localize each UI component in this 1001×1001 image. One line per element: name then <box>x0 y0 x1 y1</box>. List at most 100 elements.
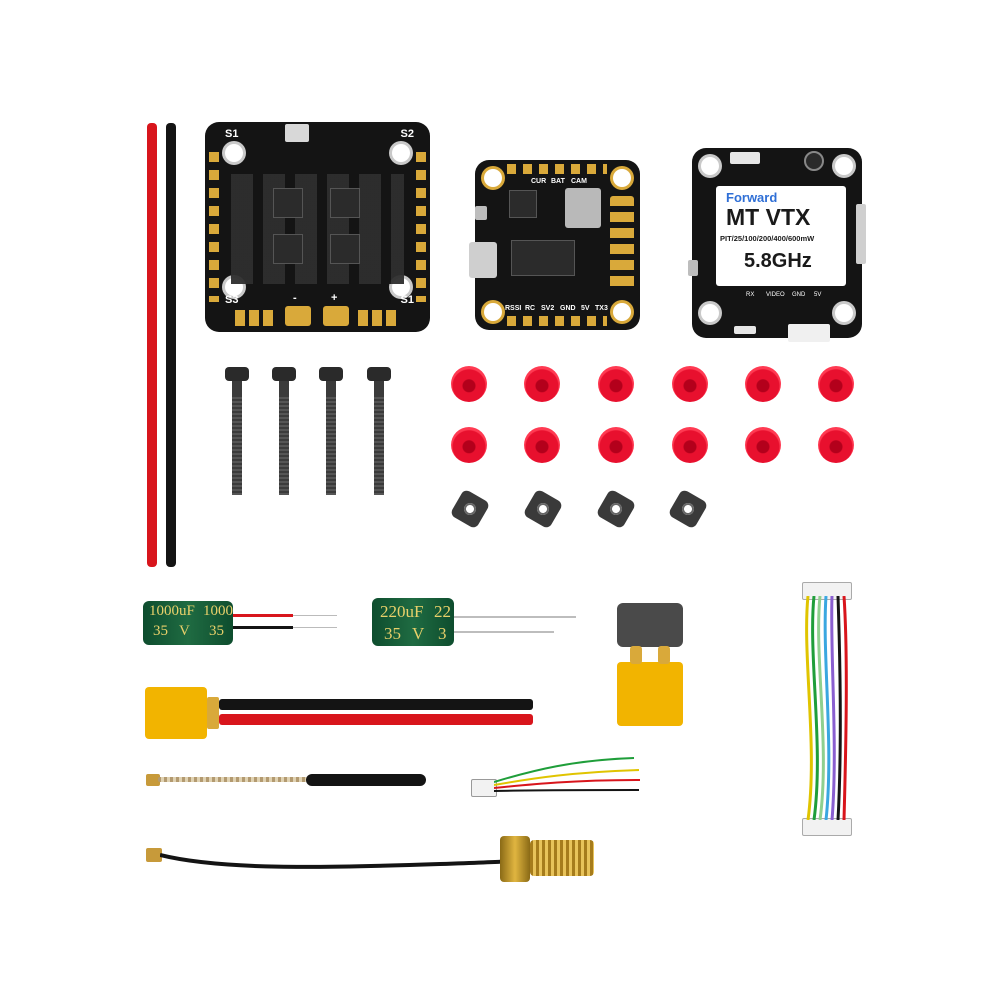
mount-hole <box>835 157 853 175</box>
vtx-board: Forward MT VTX PIT/25/100/200/400/600mW … <box>688 148 866 342</box>
jst-wires <box>494 757 641 792</box>
fc-pin-label-top: CAM <box>571 178 587 185</box>
mount-hole <box>701 157 719 175</box>
red-grommet <box>818 427 854 463</box>
esc-label-plus: + <box>331 292 338 304</box>
red-grommet <box>672 427 708 463</box>
red-grommet <box>745 366 781 402</box>
cap-voltage: 35 <box>153 623 168 639</box>
hex-nut <box>522 488 564 530</box>
vtx-led <box>730 152 760 164</box>
fc-osd-chip <box>511 240 575 276</box>
capacitor-lead-wire <box>293 627 337 628</box>
esc-connector <box>285 124 309 142</box>
red-grommet <box>451 427 487 463</box>
mount-hole <box>701 304 719 322</box>
xt60-pigtail-connector <box>145 687 207 739</box>
fc-pin-label-top: CUR <box>531 178 547 185</box>
fc-metal-shield <box>565 188 601 228</box>
fc-pin-label: SV2 <box>541 305 555 312</box>
capacitor-lead-red <box>233 614 293 617</box>
vtx-frequency: 5.8GHz <box>744 250 812 272</box>
vtx-label-sticker <box>716 186 846 286</box>
vtx-connector <box>788 324 830 342</box>
red-power-wire <box>147 123 157 567</box>
esc-mcu-chip <box>273 234 303 264</box>
fc-pin-label: RC <box>525 305 536 312</box>
red-grommet <box>524 427 560 463</box>
esc-label-minus: - <box>293 292 297 304</box>
cable-connector-bottom <box>802 818 852 836</box>
xt60-pigtail-solder <box>207 697 219 729</box>
pigtail-wire-red <box>219 714 533 725</box>
cap-voltage-2: 3 <box>438 624 447 643</box>
esc-power-pad-negative <box>285 306 311 326</box>
flight-controller-board: RSSI RC SV2 GND 5V TX3 CUR BAT CAM <box>469 160 640 330</box>
mosfet-grid <box>231 174 404 284</box>
screw <box>367 367 391 495</box>
vtx-antenna-connector <box>856 204 866 264</box>
fc-button[interactable] <box>475 206 487 220</box>
capacitor-lead-black <box>233 626 293 629</box>
cap-voltage-unit: V <box>412 624 425 643</box>
hex-nut <box>667 488 709 530</box>
cap-value: 1000uF <box>149 603 195 619</box>
xt60-connector-cap <box>617 603 683 647</box>
fc-pin-label: TX3 <box>595 305 608 312</box>
screw <box>225 367 249 495</box>
multicolor-cable <box>805 596 848 820</box>
pigtail-wire-black <box>219 699 533 710</box>
vtx-pin-label: VIDEO <box>766 292 785 298</box>
esc-motor-pads-right <box>358 310 400 326</box>
esc-label-s3: S3 <box>225 294 239 306</box>
esc-label-s1-top: S1 <box>225 128 239 140</box>
cap-value-2: 22 <box>434 602 451 621</box>
screw <box>272 367 296 495</box>
esc-mcu-chip <box>330 234 360 264</box>
esc-pads-right <box>416 152 426 302</box>
cap-value-2: 1000 <box>203 603 233 619</box>
cap-value: 220uF <box>380 602 424 621</box>
black-power-wire <box>166 123 176 567</box>
fc-pads-bottom <box>507 316 607 326</box>
capacitor-lead-wire <box>293 615 337 616</box>
fc-pin-label: GND <box>560 305 576 312</box>
vtx-brand: Forward <box>726 190 778 205</box>
vtx-pin-label: RX <box>746 292 755 298</box>
antenna-element <box>306 774 426 786</box>
fc-mcu-chip <box>509 190 537 218</box>
mount-hole <box>392 144 410 162</box>
esc-label-s2: S2 <box>400 128 414 140</box>
esc-mcu-chip <box>273 188 303 218</box>
capacitor-lead-wire <box>454 631 554 633</box>
mount-hole <box>835 304 853 322</box>
sma-connector-body <box>500 836 530 882</box>
capacitor-lead-wire <box>454 616 576 618</box>
xt60-pin <box>658 646 670 664</box>
ufl-connector <box>146 774 160 786</box>
capacitor-1000uf: 1000uF 1000 35 V 35 <box>143 601 233 645</box>
xt60-pin <box>630 646 642 664</box>
xt60-connector <box>617 662 683 726</box>
fc-pin-label-top: BAT <box>551 178 565 185</box>
red-grommet <box>745 427 781 463</box>
screw <box>319 367 343 495</box>
vtx-power-levels: PIT/25/100/200/400/600mW <box>720 234 815 243</box>
red-grommet <box>451 366 487 402</box>
usb-port[interactable] <box>469 242 497 278</box>
mount-hole <box>484 303 502 321</box>
esc-label-s1-bottom: S1 <box>400 294 414 306</box>
red-grommet <box>672 366 708 402</box>
vtx-microphone <box>804 151 824 171</box>
esc-mcu-chip <box>330 188 360 218</box>
esc-pads-left <box>209 152 219 302</box>
vtx-pin-label: GND <box>792 292 806 298</box>
vtx-button[interactable] <box>688 260 698 276</box>
fc-pin-label: RSSI <box>505 305 522 312</box>
fc-pads-top <box>507 164 607 174</box>
cap-voltage-unit: V <box>179 623 190 639</box>
mount-hole <box>613 169 631 187</box>
cap-voltage: 35 <box>384 624 401 643</box>
ufl-connector-2 <box>146 848 162 862</box>
mount-hole <box>613 303 631 321</box>
